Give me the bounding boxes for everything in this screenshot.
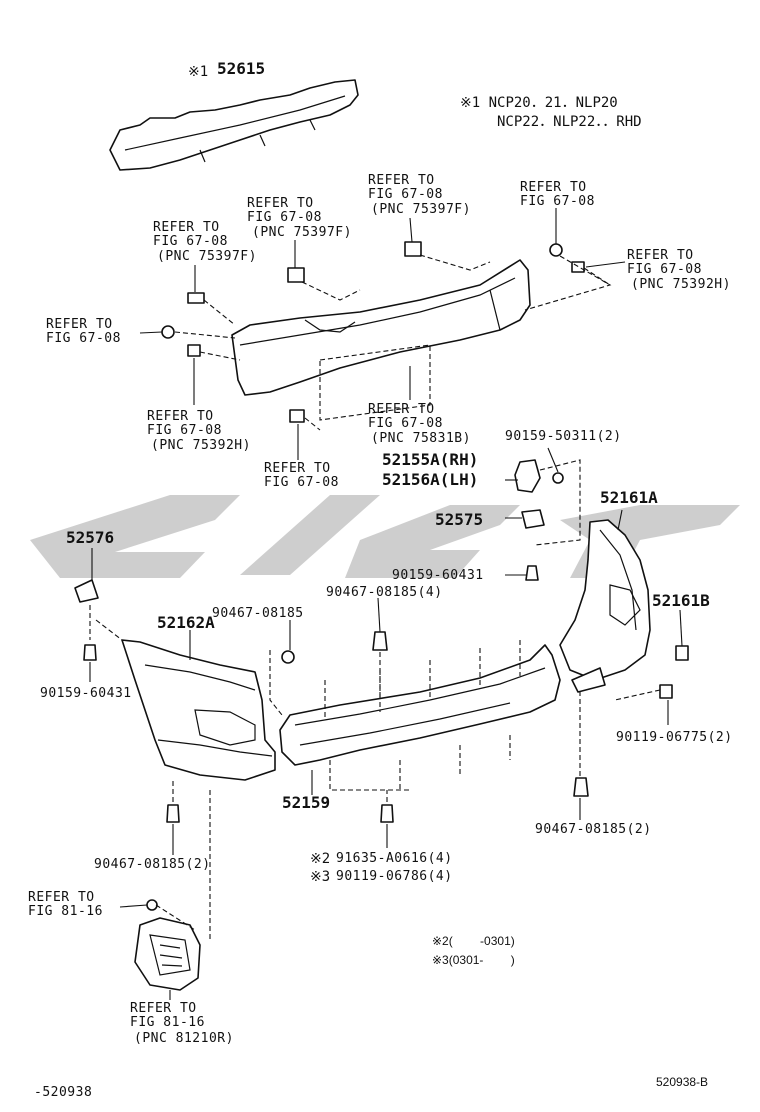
part-90467-08185-2-left: 90467-08185(2) (94, 857, 211, 872)
svg-text:(PNC 75397F): (PNC 75397F) (371, 202, 471, 217)
svg-text:FIG 67-08: FIG 67-08 (368, 187, 443, 202)
svg-text:FIG 67-08: FIG 67-08 (368, 416, 443, 431)
svg-text:FIG 81-16: FIG 81-16 (130, 1015, 205, 1030)
note-star1-line2: NCP22．NLP22．．RHD (497, 114, 642, 130)
svg-text:REFER TO: REFER TO (520, 180, 587, 195)
ref-callout-6: REFER TO FIG 67-08 (46, 317, 121, 346)
svg-text:(PNC 81210R): (PNC 81210R) (134, 1031, 234, 1046)
license-garnish (231, 259, 531, 396)
part-90159-50311: 90159-50311(2) (505, 429, 622, 444)
bracket-52576 (74, 579, 123, 661)
bumper-side-right-52161A (559, 519, 651, 693)
svg-text:FIG 67-08: FIG 67-08 (627, 262, 702, 277)
svg-text:REFER TO: REFER TO (627, 248, 694, 263)
svg-text:FIG 67-08: FIG 67-08 (46, 331, 121, 346)
svg-text:REFER TO: REFER TO (247, 196, 314, 211)
svg-text:REFER TO: REFER TO (130, 1001, 197, 1016)
ref-callout-9: REFER TO FIG 67-08 (264, 461, 339, 490)
ref-callout-2: REFER TO FIG 67-08 (PNC 75397F) (247, 196, 352, 240)
svg-text:FIG 67-08: FIG 67-08 (264, 475, 339, 490)
bumper-side-left-52162A (121, 639, 276, 781)
note-star3-range: ※3(0301- ) (432, 953, 515, 967)
svg-text:REFER TO: REFER TO (28, 890, 95, 905)
ref-callout-10: REFER TO FIG 81-16 (28, 890, 103, 919)
clips-garnish (161, 241, 585, 423)
bracket-52155A (514, 459, 581, 546)
note-star2-range: ※2( -0301) (432, 934, 515, 948)
note-star1-line1: ※1 NCP20．21．NLP20 (460, 95, 618, 111)
part-90119-06775: 90119-06775(2) (616, 730, 733, 745)
svg-text:(PNC 75392H): (PNC 75392H) (631, 277, 731, 292)
svg-text:FIG 81-16: FIG 81-16 (28, 904, 103, 919)
svg-text:REFER TO: REFER TO (46, 317, 113, 332)
svg-text:REFER TO: REFER TO (368, 402, 435, 417)
part-52161A: 52161A (600, 488, 658, 507)
part-90467-08185-2-right: 90467-08185(2) (535, 822, 652, 837)
part-90159-60431-right: 90159-60431 (392, 568, 484, 583)
ref-callout-5: REFER TO FIG 67-08 (PNC 75392H) (627, 248, 731, 292)
mark-52615: ※1 (188, 64, 208, 80)
part-90467-08185-4: 90467-08185(4) (326, 585, 443, 600)
footer-right-code: 520938-B (656, 1075, 708, 1089)
svg-text:(PNC 75397F): (PNC 75397F) (157, 249, 257, 264)
mark-90119-06786: ※3 (310, 869, 330, 885)
reflector-assembly (134, 899, 201, 991)
svg-text:REFER TO: REFER TO (368, 173, 435, 188)
leader-lines (89, 208, 683, 1000)
footer-left-code: -520938 (34, 1085, 92, 1100)
ref-callout-11: REFER TO FIG 81-16 (PNC 81210R) (130, 1001, 234, 1046)
part-52155A: 52155A(RH) (382, 450, 478, 469)
part-90159-60431-left: 90159-60431 (40, 686, 132, 701)
ref-callout-1: REFER TO FIG 67-08 (PNC 75397F) (153, 220, 257, 264)
part-90467-08185: 90467-08185 (212, 606, 304, 621)
part-52575: 52575 (435, 510, 483, 529)
reinforcement-52615 (109, 79, 359, 171)
fasteners (166, 631, 689, 940)
svg-text:REFER TO: REFER TO (153, 220, 220, 235)
svg-text:(PNC 75831B): (PNC 75831B) (371, 431, 471, 446)
part-52615: 52615 (217, 59, 265, 78)
svg-text:FIG 67-08: FIG 67-08 (153, 234, 228, 249)
svg-text:FIG 67-08: FIG 67-08 (247, 210, 322, 225)
mark-91635: ※2 (310, 851, 330, 867)
svg-text:(PNC 75397F): (PNC 75397F) (252, 225, 352, 240)
part-91635-A0616: 91635-A0616(4) (336, 851, 453, 866)
ref-callout-4: REFER TO FIG 67-08 (520, 180, 595, 209)
ref-callout-8: REFER TO FIG 67-08 (PNC 75831B) (368, 402, 471, 446)
svg-text:REFER TO: REFER TO (147, 409, 214, 424)
svg-text:FIG 67-08: FIG 67-08 (520, 194, 595, 209)
svg-text:(PNC 75392H): (PNC 75392H) (151, 438, 251, 453)
retainer-52575 (521, 509, 545, 581)
svg-text:FIG 67-08: FIG 67-08 (147, 423, 222, 438)
part-52162A: 52162A (157, 613, 215, 632)
part-52156A: 52156A(LH) (382, 470, 478, 489)
bumper-cover-52159 (279, 640, 561, 791)
part-52161B: 52161B (652, 591, 710, 610)
part-90119-06786: 90119-06786(4) (336, 869, 453, 884)
part-52159: 52159 (282, 793, 330, 812)
part-52576: 52576 (66, 528, 114, 547)
svg-text:REFER TO: REFER TO (264, 461, 331, 476)
ref-callout-3: REFER TO FIG 67-08 (PNC 75397F) (368, 173, 471, 217)
ref-callout-7: REFER TO FIG 67-08 (PNC 75392H) (147, 409, 251, 453)
assembly-lines-top (174, 254, 612, 431)
